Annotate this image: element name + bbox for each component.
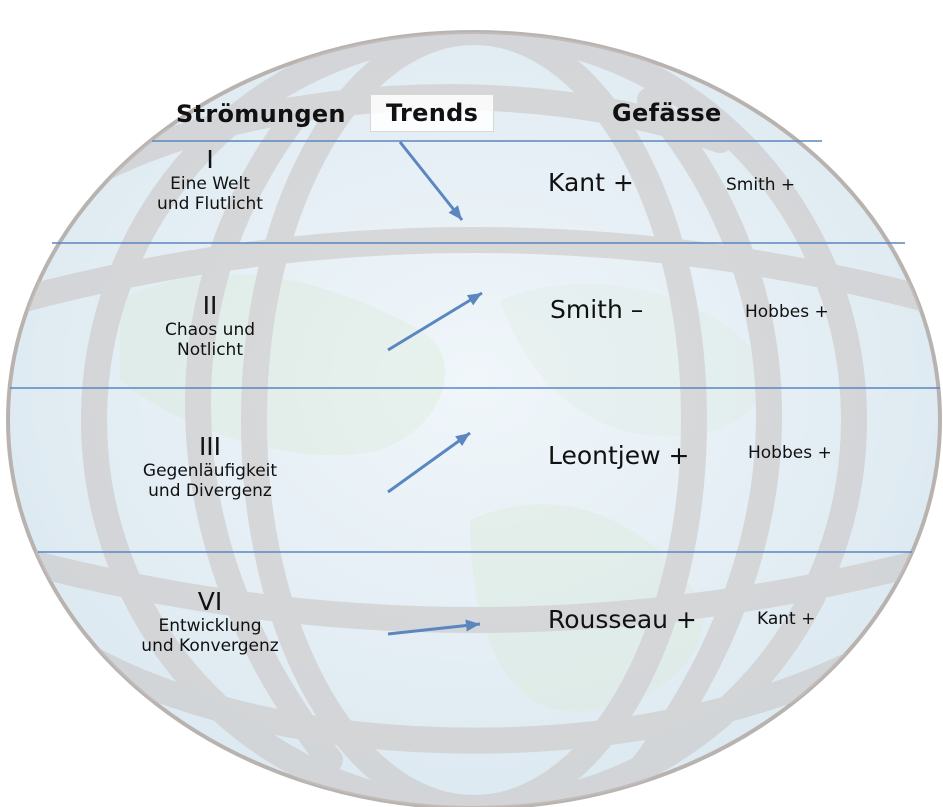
row-line2: und Flutlicht	[157, 194, 263, 215]
row-numeral: I	[206, 145, 214, 174]
arrowhead-icon	[466, 293, 482, 306]
gefaess-primary: Leontjew +	[548, 441, 690, 470]
gefaess-secondary: Smith +	[726, 175, 796, 195]
header-gefaesse: Gefässe	[612, 99, 722, 127]
gefaess-secondary: Hobbes +	[745, 302, 829, 322]
row-numeral: VI	[197, 587, 223, 616]
header-trends: Trends	[386, 99, 479, 127]
row-line2: Notlicht	[176, 340, 244, 361]
gefaess-secondary: Hobbes +	[748, 443, 832, 463]
arrowhead-icon	[465, 619, 480, 632]
row-line1: Entwicklung	[158, 615, 262, 636]
row-line1: Chaos und	[164, 319, 256, 340]
arrowhead-icon	[455, 433, 470, 447]
arrow-icon	[387, 622, 481, 636]
arrowhead-icon	[448, 205, 462, 220]
trends-header-box	[370, 94, 494, 132]
gefaess-primary: Kant +	[548, 168, 634, 197]
gefaess-primary: Smith –	[550, 295, 644, 324]
row-numeral: III	[198, 432, 222, 461]
row-line2: und Konvergenz	[141, 636, 279, 657]
stroemung-row-3: III Gegenläufigkeit und Divergenz	[100, 433, 320, 502]
stroemung-row-4: VI Entwicklung und Konvergenz	[100, 588, 320, 657]
stroemung-row-2: II Chaos und Notlicht	[100, 292, 320, 361]
row-line1: Gegenläufigkeit	[142, 460, 278, 481]
row-line2: und Divergenz	[148, 481, 272, 502]
header-stroemungen: Strömungen	[176, 100, 346, 128]
gefaess-secondary: Kant +	[757, 609, 816, 629]
row-numeral: II	[202, 291, 218, 320]
arrow-icon	[387, 291, 483, 352]
arrow-icon	[387, 431, 471, 494]
gefaess-primary: Rousseau +	[548, 605, 697, 634]
arrow-icon	[398, 141, 464, 221]
row-line1: Eine Welt	[170, 173, 250, 194]
stroemung-row-1: I Eine Welt und Flutlicht	[100, 146, 320, 215]
